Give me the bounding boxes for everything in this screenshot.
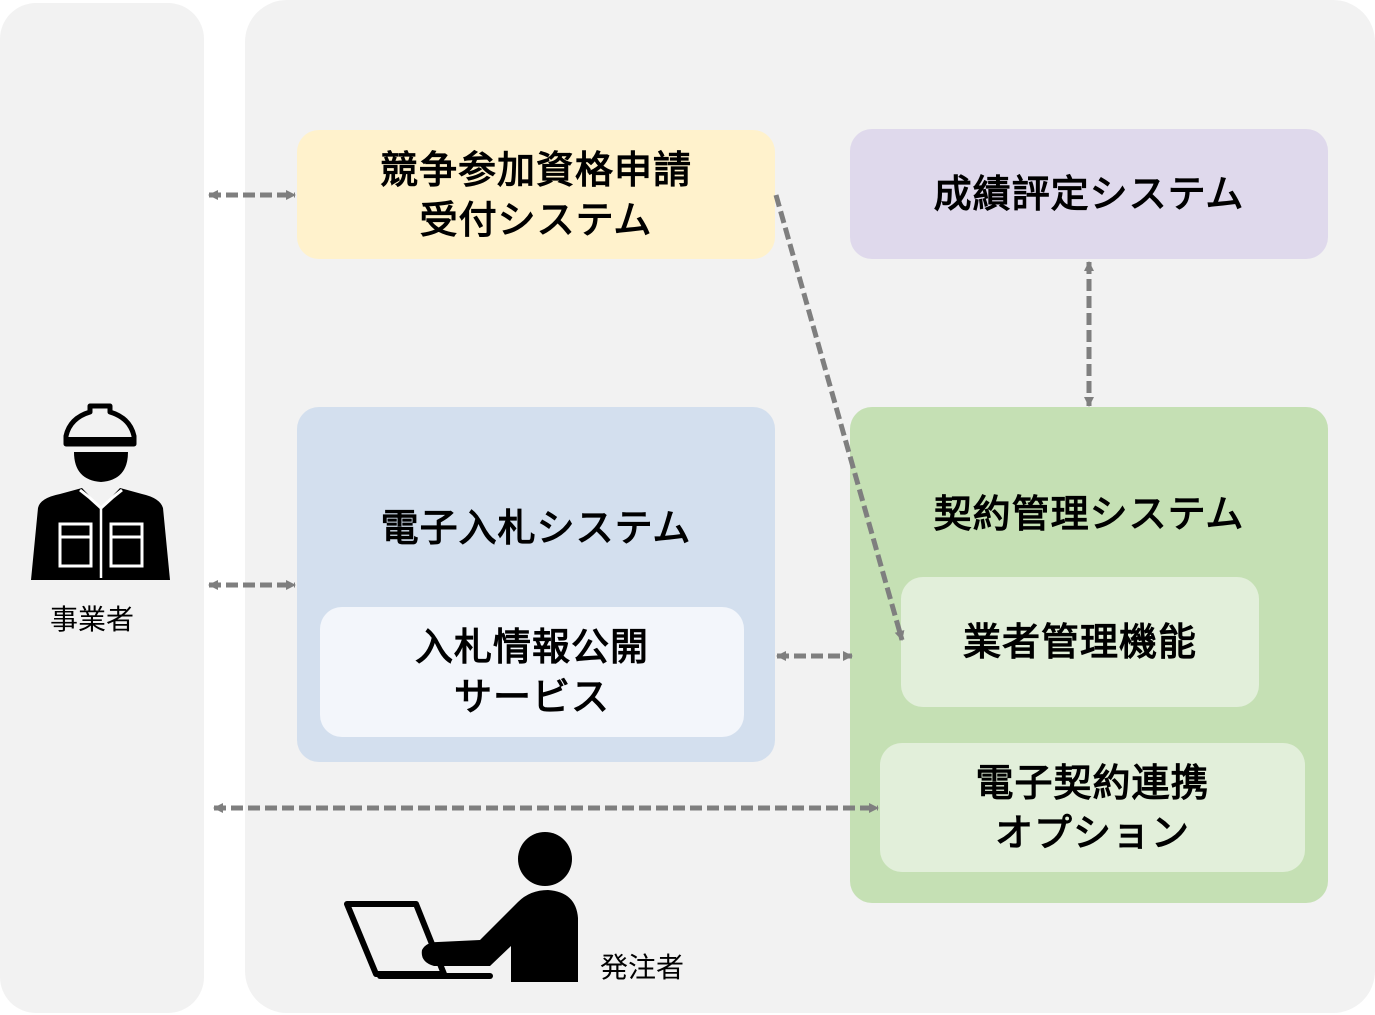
vendor-management-function[interactable]: 業者管理機能 bbox=[901, 577, 1259, 707]
orderer-label: 発注者 bbox=[600, 951, 685, 984]
econtract-option-line2: オプション bbox=[994, 810, 1190, 855]
bid-info-service-line1: 入札情報公開 bbox=[414, 625, 649, 669]
arrow-qualification-to-vendor-function bbox=[773, 194, 905, 641]
qualification-system-line1: 競争参加資格申請 bbox=[379, 147, 692, 192]
bid-info-publication-service[interactable]: 入札情報公開 サービス bbox=[320, 607, 744, 737]
construction-worker-icon bbox=[31, 403, 170, 580]
qualification-application-system[interactable]: 競争参加資格申請 受付システム bbox=[297, 130, 775, 259]
performance-evaluation-system[interactable]: 成績評定システム bbox=[850, 129, 1328, 259]
vendor-function-title: 業者管理機能 bbox=[962, 620, 1197, 664]
bid-info-service-line2: サービス bbox=[453, 675, 610, 719]
evaluation-system-title: 成績評定システム bbox=[933, 172, 1245, 216]
econtract-integration-option[interactable]: 電子契約連携 オプション bbox=[880, 743, 1305, 872]
electronic-bidding-system[interactable]: 電子入札システム 入札情報公開 サービス bbox=[297, 407, 775, 762]
contract-system-title: 契約管理システム bbox=[933, 492, 1245, 536]
business-operator-label: 事業者 bbox=[50, 603, 135, 636]
econtract-option-line1: 電子契約連携 bbox=[975, 760, 1210, 805]
contract-management-system[interactable]: 契約管理システム 業者管理機能 電子契約連携 オプション bbox=[850, 407, 1328, 903]
qualification-system-line2: 受付システム bbox=[419, 197, 653, 242]
ebid-system-title: 電子入札システム bbox=[380, 506, 692, 550]
person-at-laptop-icon bbox=[344, 832, 578, 982]
